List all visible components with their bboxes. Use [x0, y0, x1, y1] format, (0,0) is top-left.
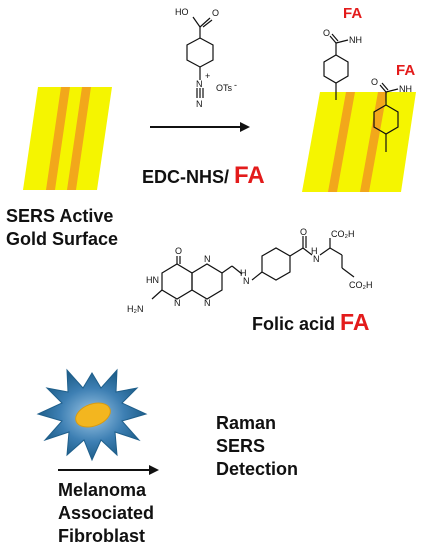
edc-nhs-text: EDC-NHS/	[142, 167, 230, 187]
plus-label: +	[205, 71, 210, 81]
folic-acid-fa-text: FA	[340, 309, 370, 335]
cell-line3: Fibroblast	[58, 526, 146, 546]
cell-line2: Associated	[58, 503, 155, 523]
fa-label-2: FA	[396, 62, 415, 79]
nh-label-2: NH	[399, 84, 412, 94]
linker-molecule-2	[373, 82, 399, 152]
o-label-2: O	[371, 77, 378, 87]
fa-hn-label: HN	[146, 275, 159, 285]
fa-amide-n: N	[313, 254, 320, 264]
folic-acid-label: Folic acid FA	[252, 311, 369, 336]
fa-label-1: FA	[343, 5, 362, 22]
nh-label-1: NH	[349, 35, 362, 45]
fibroblast-cell	[36, 368, 148, 462]
fa-o-label: O	[175, 246, 182, 256]
fa-h2n-label: H₂N	[127, 304, 144, 314]
fa-amide-h: H	[311, 246, 318, 256]
surface-label-line2: Gold Surface	[6, 229, 119, 249]
surface-label-line1: SERS Active	[6, 206, 114, 226]
fa-co2h-2-label: CO₂H	[349, 280, 373, 290]
raman-line3: Detection	[216, 459, 299, 479]
linker-molecule-1	[323, 33, 349, 100]
fa-n2-label: N	[204, 254, 211, 264]
ho-label: HO	[175, 7, 189, 17]
raman-line1: Raman	[216, 413, 277, 433]
ots-minus-label: -	[234, 80, 237, 90]
cell-label: Melanoma Associated Fibroblast	[58, 479, 154, 548]
detection-arrow	[58, 465, 159, 475]
fa-nh-amine-h: H	[240, 268, 247, 278]
n-plus-label: N	[196, 79, 203, 89]
reaction-arrow	[150, 122, 250, 132]
cell-nucleus	[75, 402, 111, 428]
fa-n3-label: N	[204, 298, 211, 308]
fa-nh-amine-n: N	[243, 276, 250, 286]
folic-acid-structure	[151, 236, 355, 300]
folic-acid-text: Folic acid	[252, 314, 336, 334]
n-label: N	[196, 99, 203, 109]
gold-surface-bare	[23, 87, 112, 190]
diazonium-reagent	[186, 16, 214, 98]
gold-surface-functionalized	[302, 92, 416, 192]
o-label: O	[212, 8, 219, 18]
fa-co2h-1-label: CO₂H	[331, 229, 355, 239]
fa-n1-label: N	[174, 298, 181, 308]
o-label-1: O	[323, 28, 330, 38]
reagent-condition-label: EDC-NHS/ FA	[142, 164, 265, 189]
cell-line1: Melanoma	[58, 480, 147, 500]
raman-detection-label: Raman SERS Detection	[216, 412, 298, 481]
raman-line2: SERS	[216, 436, 266, 456]
fa-text: FA	[234, 162, 265, 189]
surface-label: SERS Active Gold Surface	[6, 205, 118, 251]
ots-label: OTs	[216, 83, 233, 93]
fa-amide-o-label: O	[300, 227, 307, 237]
